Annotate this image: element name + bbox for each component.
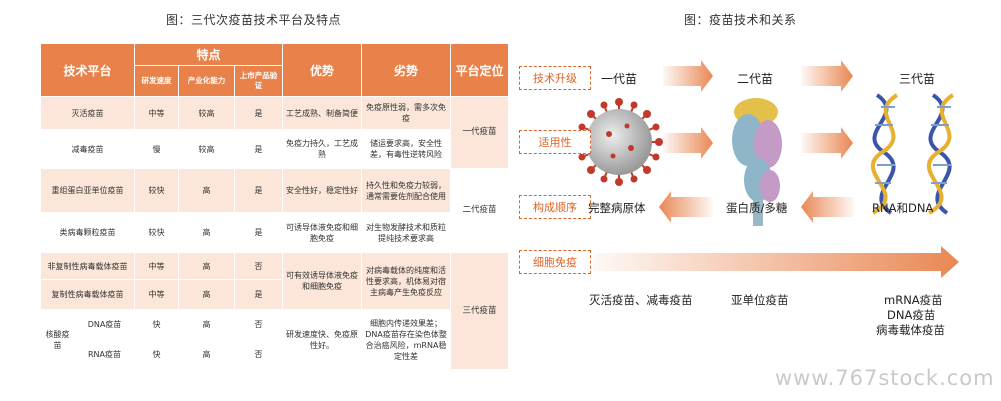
- market-cell: 否: [234, 339, 284, 370]
- dna-helix-icon-2: [927, 93, 955, 215]
- watermark: www.767stock.com: [775, 366, 995, 390]
- header-advantage: 优势: [282, 43, 363, 97]
- row-label-tech-upgrade: 技术升级: [519, 66, 591, 90]
- bottom-viral-vector: 病毒载体疫苗: [876, 323, 945, 337]
- generation-2-label: 二代苗: [737, 72, 774, 86]
- market-cell: 是: [234, 279, 284, 310]
- arrow-right-3: [663, 127, 713, 159]
- diagram-graphics: [575, 60, 959, 278]
- component-whole-pathogen: 完整病原体: [588, 201, 646, 215]
- table-row: 核酸疫苗 DNA疫苗 快 高 否 研发速度快、免疫原性好。 细胞内传递效果差；D…: [40, 309, 509, 370]
- table-row: RNA疫苗 快 高 否: [41, 339, 509, 370]
- platform-name: DNA疫苗: [73, 309, 136, 340]
- capacity-cell: 高: [178, 212, 236, 253]
- left-chart-title: 图：三代次疫苗技术平台及特点: [166, 13, 342, 27]
- arrow-right-4: [801, 127, 853, 159]
- speed-cell: 中等: [134, 279, 180, 310]
- right-chart-title: 图：疫苗技术和关系: [684, 13, 797, 27]
- nucleic-advantage-cell: 研发速度快、免疫原性好。: [282, 309, 363, 370]
- header-disadvantage: 劣势: [361, 43, 452, 97]
- header-capacity: 产业化能力: [178, 65, 236, 97]
- speed-cell: 慢: [134, 129, 180, 169]
- speed-cell: 中等: [134, 96, 180, 130]
- market-cell: 是: [234, 212, 284, 253]
- vector-advantage-cell: 可有效诱导体液免疫和细胞免疫: [282, 252, 363, 310]
- row-label-composition: 构成顺序: [519, 195, 591, 219]
- market-cell: 是: [234, 168, 284, 213]
- capacity-cell: 较高: [178, 96, 236, 130]
- platform-name: 重组蛋白亚单位疫苗: [39, 168, 136, 213]
- arrow-left-1: [659, 191, 713, 223]
- component-protein: 蛋白质/多糖: [726, 201, 788, 215]
- bottom-subunit: 亚单位疫苗: [731, 293, 789, 307]
- platform-name: 灭活疫苗: [39, 96, 136, 130]
- speed-cell: 快: [134, 309, 180, 340]
- platform-name: 非复制性病毒载体疫苗: [39, 252, 136, 280]
- platform-name: RNA疫苗: [73, 339, 136, 370]
- advantage-cell: 免疫力持久，工艺成熟: [282, 129, 363, 169]
- position-cell: 三代疫苗: [450, 252, 510, 370]
- header-platform: 技术平台: [39, 43, 136, 97]
- capacity-cell: 高: [178, 339, 236, 370]
- bottom-dna: DNA疫苗: [887, 308, 936, 322]
- table-row: 类病毒颗粒疫苗 较快 高 是 可诱导体液免疫和细胞免疫 对生物发酵技术和质粒提纯…: [39, 212, 509, 253]
- table-row: 灭活疫苗 中等 较高 是 工艺成熟、制备简便 免疫原性弱，需多次免疫 一代疫苗: [39, 96, 510, 169]
- nucleic-disadvantage-cell: 细胞内传递效果差；DNA疫苗存在染色体整合治癌风险，mRNA稳定性差: [361, 309, 452, 370]
- advantage-cell: 可诱导体液免疫和细胞免疫: [282, 212, 363, 253]
- position-cell: 二代疫苗: [450, 168, 510, 253]
- row-label-applicability: 适用性: [519, 130, 591, 154]
- capacity-cell: 高: [178, 309, 236, 340]
- market-cell: 是: [234, 129, 284, 169]
- speed-cell: 中等: [134, 252, 180, 280]
- capacity-cell: 较高: [178, 129, 236, 169]
- market-cell: 否: [234, 309, 284, 340]
- platform-name: 复制性病毒载体疫苗: [39, 279, 136, 310]
- generation-3-label: 三代苗: [899, 72, 936, 86]
- table-row: 复制性病毒载体疫苗 中等 高 是: [39, 279, 509, 310]
- capacity-cell: 高: [178, 279, 236, 310]
- header-speed: 研发速度: [134, 65, 180, 97]
- speed-cell: 快: [134, 339, 180, 370]
- arrow-right-1: [663, 60, 713, 92]
- capacity-cell: 高: [178, 252, 236, 280]
- table-row: 减毒疫苗 慢 较高 是 免疫力持久，工艺成熟 储运要求高，安全性差，有毒性逆转风…: [39, 129, 509, 169]
- arrow-cellular-immunity: [593, 246, 959, 278]
- table-row: 非复制性病毒载体疫苗 中等 高 否 可有效诱导体液免疫和细胞免疫 对病毒载体的纯…: [39, 252, 510, 370]
- arrow-right-2: [801, 60, 853, 92]
- header-position: 平台定位: [450, 43, 510, 97]
- vector-disadvantage-cell: 对病毒载体的纯度和活性要求高，机体易对宿主病毒产生免疫反应: [361, 252, 452, 310]
- table-row: 重组蛋白亚单位疫苗 较快 高 是 安全性好，稳定性好 持久性和免疫力较弱，通常需…: [39, 168, 510, 253]
- arrow-left-2: [801, 191, 854, 223]
- market-cell: 是: [234, 96, 284, 130]
- vaccine-platform-table: 技术平台 特点 优势 劣势 平台定位 研发速度 产业化能力 上市产品验证 灭活疫…: [39, 43, 510, 370]
- platform-name: 类病毒颗粒疫苗: [39, 212, 136, 253]
- disadvantage-cell: 免疫原性弱，需多次免疫: [361, 96, 452, 130]
- generation-1-label: 一代苗: [601, 72, 638, 86]
- header-features: 特点: [134, 43, 284, 66]
- speed-cell: 较快: [134, 168, 180, 213]
- component-rna-dna: RNA和DNA: [872, 201, 934, 215]
- row-label-cellular-immunity: 细胞免疫: [519, 250, 591, 274]
- advantage-cell: 工艺成熟、制备简便: [282, 96, 363, 130]
- speed-cell: 较快: [134, 212, 180, 253]
- capacity-cell: 高: [178, 168, 236, 213]
- bottom-inactivated-attenuated: 灭活疫苗、减毒疫苗: [589, 293, 693, 307]
- platform-name: 减毒疫苗: [39, 129, 136, 169]
- market-cell: 否: [234, 252, 284, 280]
- nucleic-group-cell: 核酸疫苗: [40, 309, 75, 370]
- advantage-cell: 安全性好，稳定性好: [282, 168, 363, 213]
- bottom-mrna: mRNA疫苗: [884, 293, 943, 307]
- dna-helix-icon: [871, 93, 899, 215]
- disadvantage-cell: 持久性和免疫力较弱，通常需要佐剂配合使用: [361, 168, 452, 213]
- disadvantage-cell: 对生物发酵技术和质粒提纯技术要求高: [361, 212, 452, 253]
- disadvantage-cell: 储运要求高，安全性差，有毒性逆转风险: [361, 129, 452, 169]
- header-market: 上市产品验证: [234, 65, 284, 97]
- position-cell: 一代疫苗: [450, 96, 510, 169]
- protein-icon: [732, 98, 782, 226]
